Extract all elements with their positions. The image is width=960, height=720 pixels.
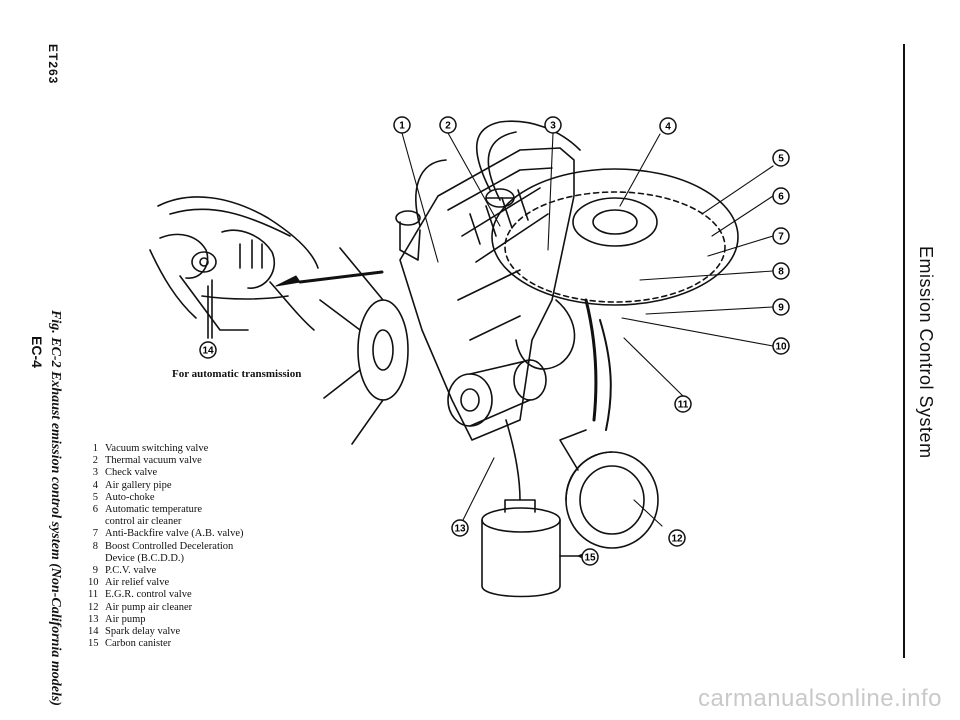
inset-detail <box>149 196 319 339</box>
legend-item-number: 10 <box>88 577 99 589</box>
legend-item-number: 6 <box>92 504 98 516</box>
callout-number: 11 <box>678 400 689 411</box>
parts-legend: 1 Vacuum switching valve 2 Thermal vacuum v… <box>88 443 288 650</box>
legend-item: 9 P.C.V. valve <box>88 565 288 577</box>
legend-item-label: Anti-Backfire valve (A.B. valve) <box>105 528 244 540</box>
callout-14: 14 <box>199 341 217 359</box>
legend-item-number <box>88 516 98 528</box>
legend-item: Device (B.C.D.D.) <box>88 553 288 565</box>
legend-item-label: Thermal vacuum valve <box>105 455 202 467</box>
callout-number: 13 <box>454 524 466 535</box>
legend-item-number: 4 <box>92 479 98 491</box>
callout-number: 5 <box>778 154 784 165</box>
legend-item: 10 Air relief valve <box>88 577 288 589</box>
legend-item: 6 Automatic temperature <box>88 504 288 516</box>
legend-item: 3 Check valve <box>88 467 288 479</box>
legend-item-number: 9 <box>92 565 98 577</box>
callout-number: 8 <box>778 267 784 278</box>
callout-number: 3 <box>550 121 556 132</box>
callout-number: 15 <box>584 553 596 564</box>
legend-item: 13 Air pump <box>88 614 288 626</box>
legend-item-label: Air pump <box>105 613 146 625</box>
legend-item-number: 1 <box>92 443 98 454</box>
callout-number: 10 <box>775 342 787 353</box>
legend-item-label: E.G.R. control valve <box>105 589 192 601</box>
callout-12: 12 <box>668 529 686 547</box>
callout-number: 14 <box>202 346 214 357</box>
callout-number: 1 <box>399 121 405 132</box>
callout-number: 6 <box>778 192 784 203</box>
legend-item-number: 15 <box>88 638 99 650</box>
legend-item-label: Air gallery pipe <box>105 479 172 491</box>
callout-13: 13 <box>451 519 469 537</box>
callout-3: 3 <box>544 116 562 134</box>
legend-item: 5 Auto-choke <box>88 492 288 504</box>
callout-number: 2 <box>445 121 451 132</box>
legend-item: 11 E.G.R. control valve <box>88 589 288 601</box>
legend-item-number: 12 <box>88 601 99 613</box>
callout-number: 9 <box>778 303 784 314</box>
carbon-canister-shape <box>481 519 561 598</box>
margin-rule <box>903 44 905 658</box>
callout-2: 2 <box>439 116 457 134</box>
legend-item: 7 Anti-Backfire valve (A.B. valve) <box>88 528 288 540</box>
legend-item-label: Boost Controlled Deceleration <box>105 540 234 552</box>
callout-10: 10 <box>772 337 790 355</box>
legend-item: 1 Vacuum switching valve <box>88 443 288 455</box>
callout-number: 12 <box>671 534 683 545</box>
callout-1: 1 <box>393 116 411 134</box>
legend-item: 4 Air gallery pipe <box>88 480 288 492</box>
legend-item-label: Device (B.C.D.D.) <box>105 552 185 564</box>
legend-item-number: 3 <box>92 467 98 479</box>
callout-9: 9 <box>772 298 790 316</box>
legend-item-label: control air cleaner <box>105 516 182 528</box>
legend-item: 8 Boost Controlled Deceleration <box>88 541 288 553</box>
legend-item: control air cleaner <box>88 516 288 528</box>
legend-item-label: Automatic temperature <box>105 504 203 516</box>
callout-4: 4 <box>659 117 677 135</box>
legend-item-label: P.C.V. valve <box>105 565 157 577</box>
legend-item-label: Air pump air cleaner <box>105 601 193 613</box>
callout-number: 7 <box>778 232 784 243</box>
legend-item: 2 Thermal vacuum valve <box>88 455 288 467</box>
legend-item-label: Air relief valve <box>105 577 170 589</box>
callout-8: 8 <box>772 262 790 280</box>
legend-item-label: Check valve <box>105 467 158 479</box>
legend-item-number: 5 <box>92 491 98 503</box>
legend-item-number: 2 <box>92 455 98 467</box>
legend-item-number <box>88 553 98 565</box>
watermark: carmanualsonline.info <box>698 685 942 712</box>
legend-item-label: Auto-choke <box>105 491 155 503</box>
legend-item-number: 7 <box>92 528 98 540</box>
callout-6: 6 <box>772 187 790 205</box>
legend-item-number: 11 <box>88 589 99 601</box>
legend-item-label: Carbon canister <box>105 638 172 650</box>
legend-item-number: 14 <box>88 626 99 638</box>
callout-number: 4 <box>665 122 671 133</box>
legend-item: 12 Air pump air cleaner <box>88 602 288 614</box>
legend-item-label: Spark delay valve <box>105 626 181 638</box>
callout-11: 11 <box>674 395 692 413</box>
callout-15: 15 <box>581 548 599 566</box>
legend-item: 14 Spark delay valve <box>88 626 288 638</box>
legend-item-number: 13 <box>88 613 99 625</box>
legend-item: 15 Carbon canister <box>88 638 288 650</box>
inset-label: For automatic transmission <box>172 368 302 380</box>
legend-item-number: 8 <box>92 540 98 552</box>
callout-5: 5 <box>772 149 790 167</box>
legend-item-label: Vacuum switching valve <box>105 443 209 454</box>
air-cleaner-housing <box>491 168 739 306</box>
callout-7: 7 <box>772 227 790 245</box>
